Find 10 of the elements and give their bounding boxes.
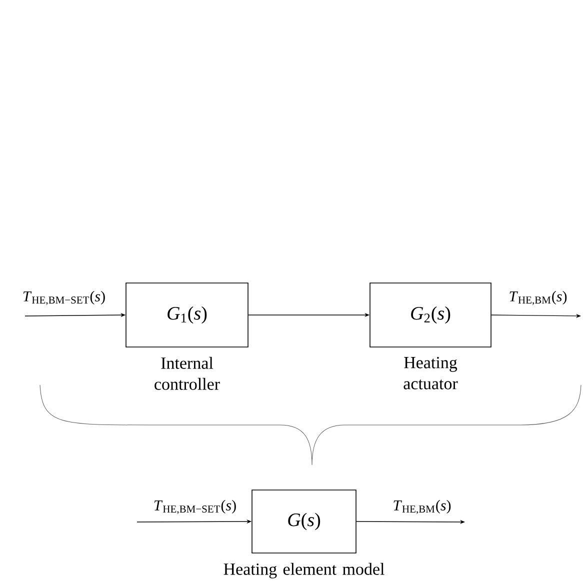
block-caption: Heating element model (224, 562, 384, 578)
signal-label: T$_{HE,BM−SET}$(s) (23, 290, 105, 306)
signal-label: T$_{HE,BM}$(s) (510, 290, 567, 306)
signal-label: T$_{HE,BM−SET}$(s) (154, 500, 236, 514)
signal-label: T$_{HE,BM}$(s) (394, 500, 451, 514)
block-caption: Heating actuator (404, 356, 458, 390)
block-box: G(s) (252, 490, 356, 554)
block-box: G$_{2}$(s) (370, 282, 492, 348)
block-caption: Internal controller (154, 356, 220, 390)
block-box: G$_{1}$(s) (126, 282, 248, 348)
